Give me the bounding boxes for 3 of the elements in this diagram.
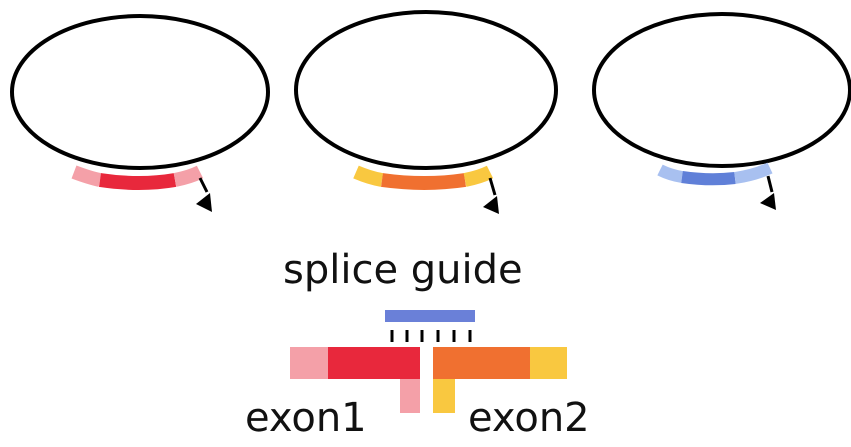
exon-label: exon1 [245, 398, 367, 438]
exon-label: exon2 [468, 398, 590, 438]
bar-label: splice guide [283, 250, 523, 290]
